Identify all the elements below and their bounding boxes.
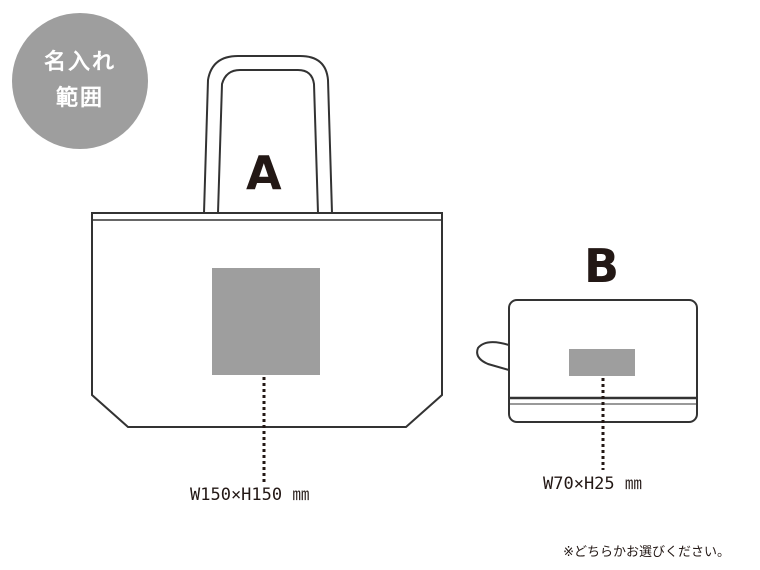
print-area-badge: 名入れ 範囲: [12, 13, 148, 149]
tote-handle-inner: [217, 69, 319, 214]
print-area-a: [212, 268, 320, 375]
badge-line-1: 名入れ: [43, 50, 116, 75]
badge-line-2: 範囲: [55, 86, 104, 111]
option-b-dimensions: W70×H25 ㎜: [543, 474, 642, 494]
pouch-loop: [476, 341, 510, 371]
selection-note: ※どちらかお選びください。: [563, 545, 730, 560]
tote-handle: [203, 55, 333, 214]
option-a-dimensions: W150×H150 ㎜: [190, 485, 310, 505]
option-a-label: A: [246, 146, 282, 200]
print-area-b: [569, 349, 635, 376]
option-b-label: B: [584, 239, 620, 293]
